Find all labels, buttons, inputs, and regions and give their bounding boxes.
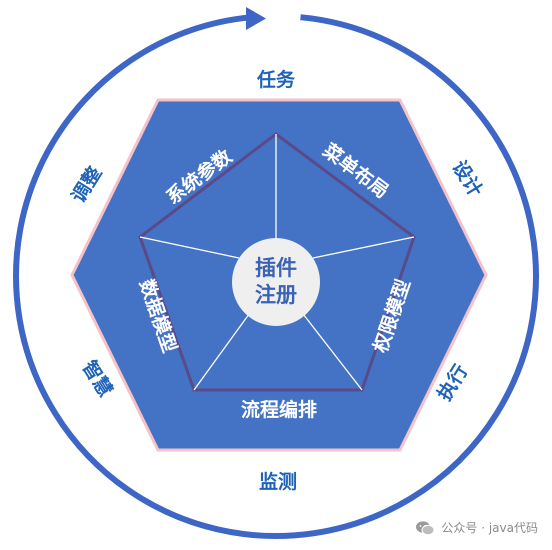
cycle-ring: [13, 14, 539, 540]
wechat-icon: [416, 520, 435, 535]
spoke-bottom-right: [299, 309, 363, 391]
stage-label-task: 任务: [256, 68, 296, 91]
center-circle: [232, 238, 320, 326]
stage-label-design: 设计: [448, 157, 487, 201]
center-label-line2: 注册: [255, 283, 297, 307]
spoke-right: [312, 236, 415, 259]
cycle-arrow-icon: [246, 7, 266, 30]
spokes: [139, 134, 415, 391]
center-label-line1: 插件: [255, 256, 297, 280]
stage-label-monitor: 监测: [259, 470, 297, 493]
spoke-bottom-left: [193, 309, 253, 391]
module-label-process-orchestration: 流程编排: [241, 398, 317, 421]
stage-label-adjust: 调整: [67, 162, 107, 206]
watermark: 公众号 · java代码: [415, 519, 538, 536]
spoke-left: [139, 236, 240, 259]
watermark-text: 公众号 · java代码: [441, 521, 538, 535]
pentagon-shape: [138, 132, 416, 392]
stage-label-wisdom: 智慧: [78, 356, 118, 400]
